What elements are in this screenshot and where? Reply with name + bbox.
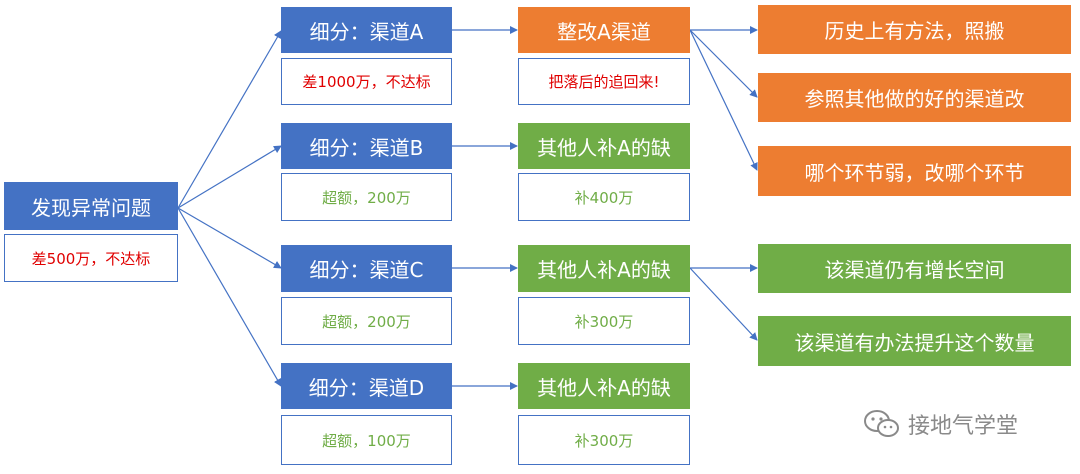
segment-d-box: 细分：渠道D [281, 363, 452, 409]
arrow-root-to-c [177, 207, 282, 269]
detail-c-2-text: 该渠道有办法提升这个数量 [794, 330, 1035, 355]
action-c-note-text: 补300万 [574, 312, 634, 331]
action-d-note-text: 补300万 [574, 431, 634, 450]
arrow-root-to-d [177, 207, 282, 387]
action-d-box: 其他人补A的缺 [518, 363, 690, 409]
segment-c-box: 细分：渠道C [281, 245, 452, 292]
segment-d-title: 细分：渠道D [308, 375, 425, 400]
wechat-icon [864, 410, 899, 437]
action-c-box: 其他人补A的缺 [518, 245, 690, 292]
detail-a-2: 参照其他做的好的渠道改 [758, 73, 1071, 122]
watermark: 接地气学堂 [862, 408, 1018, 440]
action-a-box: 整改A渠道 [518, 7, 690, 53]
detail-a-1: 历史上有方法，照搬 [758, 5, 1071, 54]
action-d-title: 其他人补A的缺 [537, 375, 671, 400]
action-d-note: 补300万 [518, 415, 690, 465]
root-box: 发现异常问题 [4, 182, 178, 230]
segment-a-note-text: 差1000万，不达标 [302, 73, 431, 91]
segment-b-box: 细分：渠道B [281, 123, 452, 169]
detail-c-2: 该渠道有办法提升这个数量 [758, 316, 1071, 366]
detail-a-1-text: 历史上有方法，照搬 [824, 19, 1005, 43]
root-note: 差500万，不达标 [4, 234, 178, 282]
segment-c-note-text: 超额，200万 [322, 312, 411, 331]
segment-c-note: 超额，200万 [281, 297, 452, 345]
root-note-text: 差500万，不达标 [31, 249, 151, 268]
segment-c-title: 细分：渠道C [309, 258, 424, 282]
detail-c-1-text: 该渠道仍有增长空间 [824, 258, 1005, 282]
action-b-note: 补400万 [518, 173, 690, 221]
action-b-title: 其他人补A的缺 [537, 135, 671, 160]
watermark-text: 接地气学堂 [908, 414, 1019, 439]
detail-a-2-text: 参照其他做的好的渠道改 [804, 87, 1025, 111]
detail-a-3-text: 哪个环节弱，改哪个环节 [804, 160, 1025, 185]
action-c-title: 其他人补A的缺 [537, 258, 671, 282]
arrow-actionc-to-detail2 [689, 267, 758, 341]
root-title: 发现异常问题 [31, 195, 151, 220]
action-a-note: 把落后的追回来! [518, 58, 690, 105]
action-a-note-text: 把落后的追回来! [548, 73, 660, 91]
segment-a-title: 细分：渠道A [309, 19, 424, 44]
segment-a-note: 差1000万，不达标 [281, 58, 452, 105]
action-b-note-text: 补400万 [574, 188, 634, 207]
segment-b-note-text: 超额，200万 [322, 188, 411, 207]
detail-a-3: 哪个环节弱，改哪个环节 [758, 146, 1071, 196]
arrow-root-to-b [177, 145, 282, 209]
segment-a-box: 细分：渠道A [281, 7, 452, 53]
segment-d-note-text: 超额，100万 [322, 431, 411, 450]
action-b-box: 其他人补A的缺 [518, 123, 690, 169]
segment-b-note: 超额，200万 [281, 173, 452, 221]
segment-d-note: 超额，100万 [281, 415, 452, 465]
action-c-note: 补300万 [518, 297, 690, 345]
segment-b-title: 细分：渠道B [309, 135, 424, 160]
detail-c-1: 该渠道仍有增长空间 [758, 244, 1071, 293]
arrow-actiona-to-detail3 [689, 29, 758, 171]
arrow-root-to-a [177, 30, 282, 209]
action-a-title: 整改A渠道 [557, 19, 651, 44]
arrow-actiona-to-detail2 [689, 29, 758, 98]
